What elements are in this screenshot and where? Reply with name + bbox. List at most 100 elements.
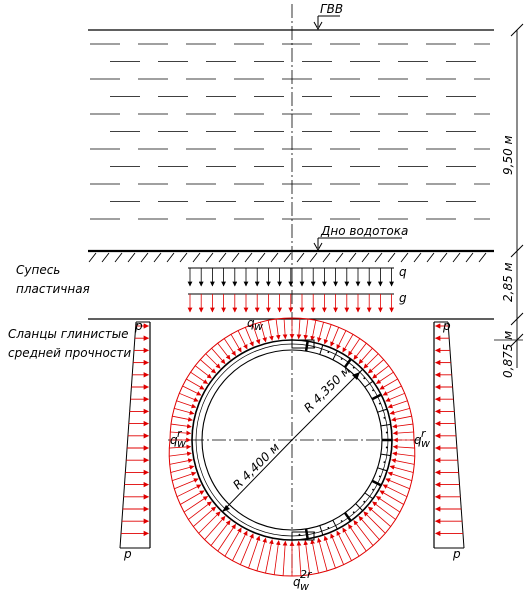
gvv-label: ГВВ xyxy=(320,2,343,16)
svg-text:w: w xyxy=(177,437,186,450)
hatch-mark xyxy=(127,252,136,263)
radial-load-arrow xyxy=(389,408,410,415)
radial-load-arrow xyxy=(239,533,254,565)
hatch-mark xyxy=(218,252,227,263)
radial-load-arrow xyxy=(244,327,254,347)
lining-joint xyxy=(332,350,338,361)
radial-load-arrow xyxy=(217,342,231,360)
radial-load-arrow xyxy=(217,523,236,552)
radial-load-arrow xyxy=(385,478,410,490)
lining-joint xyxy=(371,393,382,401)
soil2-label-line2: средней прочности xyxy=(8,346,131,360)
hatch-mark xyxy=(387,252,396,263)
hatch-mark xyxy=(322,252,331,263)
hatch-mark xyxy=(452,252,461,263)
radial-load-arrow xyxy=(336,330,347,350)
radial-load-arrow xyxy=(224,527,242,557)
radial-load-arrow xyxy=(317,322,324,343)
lining-dot xyxy=(378,475,381,478)
radial-load-envelope xyxy=(168,317,416,577)
radial-load-arrow xyxy=(237,330,248,350)
hatch-mark xyxy=(114,252,123,263)
radial-load-arrow xyxy=(265,539,274,574)
soil1-label-line2: пластичная xyxy=(16,282,90,296)
radial-load-arrow xyxy=(303,540,311,575)
radial-load-arrow xyxy=(372,501,396,520)
hatch-mark xyxy=(400,252,409,263)
radial-load-arrow xyxy=(180,490,205,505)
p-bottom-left: p xyxy=(123,547,132,561)
svg-text:2r: 2r xyxy=(300,568,313,581)
radial-load-arrow xyxy=(193,506,217,527)
p-top-right: p xyxy=(442,319,451,333)
hatch-mark xyxy=(192,252,201,263)
radial-load-arrow xyxy=(210,520,231,546)
radial-load-arrow xyxy=(232,530,248,561)
lining-joint xyxy=(304,341,309,352)
side-load-outline xyxy=(119,321,137,549)
radial-water-loads xyxy=(168,317,416,577)
radial-load-arrow xyxy=(385,392,405,402)
radial-load-arrow xyxy=(323,535,336,569)
hatch-mark xyxy=(348,252,357,263)
radial-load-arrow xyxy=(176,400,197,409)
lining-segments xyxy=(291,339,392,541)
svg-text:q: q xyxy=(247,316,255,330)
lateral-load-left xyxy=(119,321,151,549)
radial-load-arrow xyxy=(367,359,384,374)
radial-load-arrow xyxy=(176,484,202,498)
lining-top-block xyxy=(291,339,315,349)
soil2-label-line1: Сланцы глинистые xyxy=(8,327,129,341)
radial-load-arrow xyxy=(392,430,414,436)
hatch-mark xyxy=(283,252,292,263)
radial-load-arrow xyxy=(174,478,199,490)
svg-text:r: r xyxy=(177,427,183,440)
radial-load-arrow xyxy=(296,318,302,340)
radial-load-arrow xyxy=(303,318,309,340)
bottom-label: Дно водотока xyxy=(320,224,408,238)
radial-load-arrow xyxy=(170,423,192,429)
hatch-mark xyxy=(101,252,110,263)
hatch-mark xyxy=(439,252,448,263)
lining-dot xyxy=(372,488,374,491)
radial-load-arrow xyxy=(375,371,394,384)
radial-load-arrow xyxy=(372,365,390,379)
radial-load-arrow xyxy=(282,318,288,340)
radial-load-arrow xyxy=(392,423,414,429)
radial-load-arrow xyxy=(358,348,373,365)
radial-load-arrow xyxy=(282,540,288,576)
svg-text:q: q xyxy=(170,433,178,447)
radial-load-arrow xyxy=(182,385,202,396)
hatch-mark xyxy=(465,252,474,263)
radius-inner-label: R 4,350 м xyxy=(301,363,353,415)
radial-load-arrow xyxy=(252,324,261,345)
radial-load-arrow xyxy=(353,342,367,360)
hatch-mark xyxy=(270,252,279,263)
lining-joint xyxy=(343,358,352,368)
radial-load-arrow xyxy=(200,359,217,374)
radial-load-arrow xyxy=(248,535,261,569)
lining-joint xyxy=(364,492,374,500)
hatch-mark xyxy=(231,252,240,263)
lining-dot xyxy=(340,358,343,360)
dim-soil1: 2,85 м xyxy=(501,262,515,302)
dim-water-depth: 9,50 м xyxy=(501,135,515,175)
radial-load-arrow xyxy=(296,540,302,576)
lining-dot xyxy=(385,431,388,434)
lining-joint xyxy=(304,528,309,539)
radial-load-arrow xyxy=(391,415,412,422)
radial-load-arrow xyxy=(170,430,192,436)
radial-load-arrow xyxy=(310,320,317,341)
radial-load-arrow xyxy=(169,451,192,457)
g-label: g xyxy=(399,291,407,305)
radial-load-arrow xyxy=(330,533,345,565)
p-bottom-right: p xyxy=(452,547,461,561)
lining-dot xyxy=(327,526,330,529)
radial-load-arrow xyxy=(211,348,226,365)
radial-load-arrow xyxy=(358,515,380,540)
svg-text:w: w xyxy=(254,320,263,333)
side-load-outline xyxy=(447,321,465,549)
radial-load-arrow xyxy=(190,371,209,384)
lining-dot xyxy=(352,511,355,514)
radius-outer: R 4,400 м xyxy=(221,439,293,513)
